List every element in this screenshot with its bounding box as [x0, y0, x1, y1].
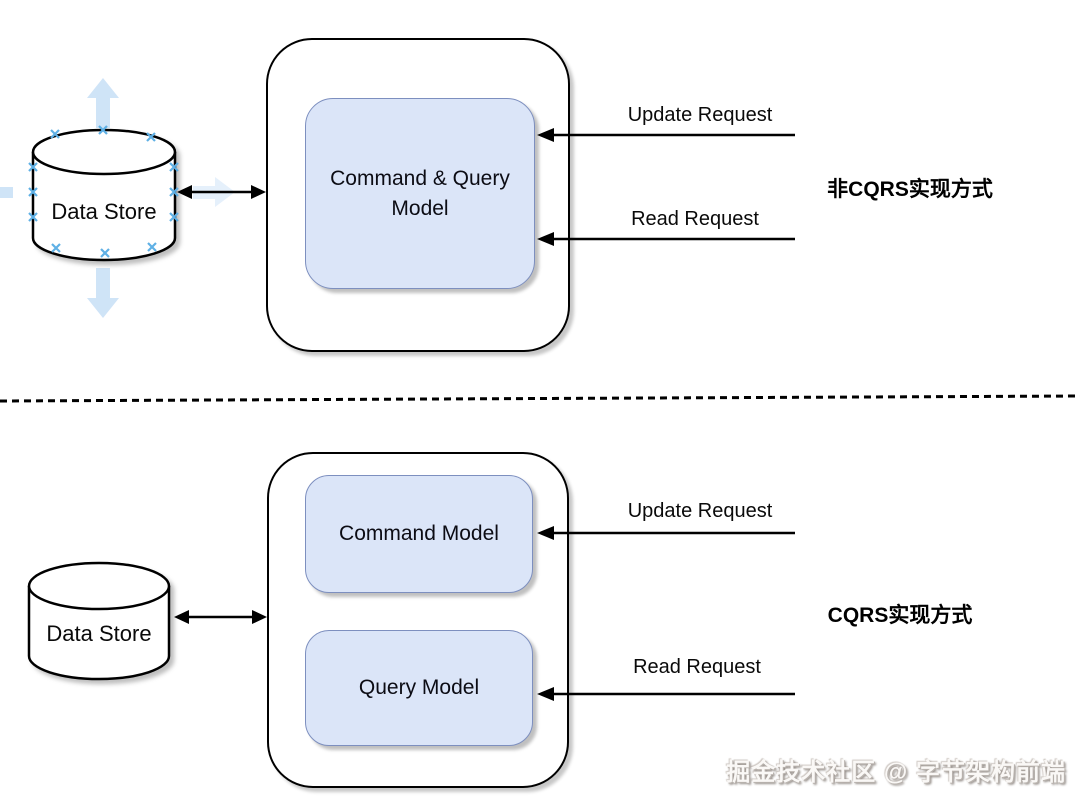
data-store-label-top: Data Store	[51, 199, 157, 224]
data-store-cylinder-top	[31, 128, 177, 262]
arrowhead-right-icon	[252, 610, 267, 624]
data-store-label-bottom: Data Store	[46, 621, 152, 646]
cqrs-section-title: CQRS实现方式	[827, 604, 973, 627]
read-request-label-bottom: Read Request	[633, 656, 761, 678]
non-cqrs-section-title: 非CQRS实现方式	[827, 178, 993, 201]
hover-arrow-up-icon	[87, 78, 119, 128]
arrowhead-left-icon	[177, 185, 192, 199]
command-model-box: Command Model	[305, 475, 533, 593]
update-request-label-top: Update Request	[627, 104, 773, 126]
arrowhead-left-icon	[174, 610, 189, 624]
connection-point-marks	[28, 125, 179, 258]
update-request-label-bottom: Update Request	[627, 500, 773, 522]
hover-arrow-down-icon	[87, 268, 119, 318]
query-model-box: Query Model	[305, 630, 533, 746]
command-model-label: Command Model	[339, 522, 499, 546]
hover-arrow-right-icon	[193, 177, 235, 207]
arrowhead-right-icon	[251, 185, 266, 199]
hover-direction-arrows	[0, 78, 235, 318]
hover-arrow-left-icon	[0, 187, 13, 198]
command-query-model-box: Command & Query Model	[305, 98, 535, 289]
watermark-text: 掘金技术社区 @ 字节架构前端	[726, 759, 1066, 786]
read-request-label-top: Read Request	[631, 208, 759, 230]
query-model-label: Query Model	[358, 676, 480, 700]
section-divider-dashed-line	[0, 394, 1080, 403]
command-query-model-label: Command & Query Model	[330, 167, 510, 220]
